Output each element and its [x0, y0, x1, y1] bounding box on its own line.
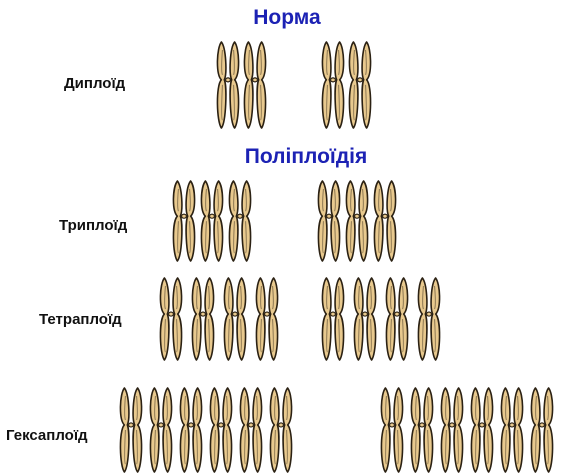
hexaploid-chromosome [381, 388, 402, 472]
triploid-chromosome [229, 181, 250, 261]
hexaploid-chromosome [150, 388, 171, 472]
triploid-chromosome [173, 181, 194, 261]
diploid-chromosome [322, 42, 343, 128]
tetraploid-chromosome [160, 278, 181, 360]
diploid-chromosome [217, 42, 238, 128]
hexaploid-chromosome [270, 388, 291, 472]
hexaploid-chromosome [180, 388, 201, 472]
tetraploid-chromosome [386, 278, 407, 360]
tetraploid-chromosome [256, 278, 277, 360]
hexaploid-chromosome [240, 388, 261, 472]
tetraploid-chromosome [224, 278, 245, 360]
hexaploid-chromosome [501, 388, 522, 472]
triploid-chromosome [346, 181, 367, 261]
hexaploid-chromosome [411, 388, 432, 472]
hexaploid-chromosome [120, 388, 141, 472]
triploid-chromosome [201, 181, 222, 261]
triploid-chromosome [374, 181, 395, 261]
tetraploid-chromosome [322, 278, 343, 360]
tetraploid-chromosome [354, 278, 375, 360]
diploid-chromosome [244, 42, 265, 128]
hexaploid-chromosome [471, 388, 492, 472]
hexaploid-chromosome [441, 388, 462, 472]
diploid-chromosome [349, 42, 370, 128]
tetraploid-chromosome [192, 278, 213, 360]
hexaploid-chromosome [531, 388, 552, 472]
triploid-chromosome [318, 181, 339, 261]
hexaploid-chromosome [210, 388, 231, 472]
tetraploid-chromosome [418, 278, 439, 360]
